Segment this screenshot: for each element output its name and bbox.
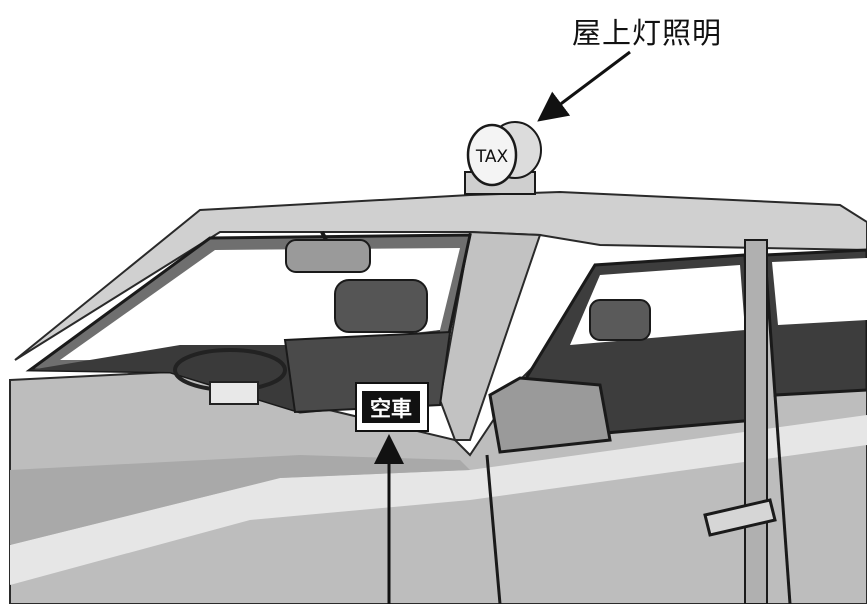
front-headrest (334, 279, 428, 333)
rearview-mirror (285, 239, 371, 273)
rear-door-seam (773, 394, 792, 605)
vacant-sign: 空車 (355, 382, 429, 432)
side-mirror (488, 376, 612, 454)
body-highlight-stripe (10, 415, 867, 585)
lamp-text: TAX (475, 147, 509, 167)
roof-lamp-arrow (537, 50, 631, 122)
roof-lamp: TAX (464, 121, 542, 195)
dash-device (209, 381, 259, 405)
lamp-face (466, 123, 518, 187)
vacant-sign-label-box (362, 391, 420, 423)
side-seat-headrest (589, 299, 651, 341)
roof-lamp-callout-label: 屋上灯照明 (572, 16, 723, 50)
mirror-stem (320, 231, 328, 241)
car-roof (14, 190, 867, 361)
door-seam (485, 454, 502, 605)
b-pillar (744, 239, 768, 605)
rear-window-glare (772, 258, 867, 325)
vacant-sign-text: 空車 (370, 397, 412, 421)
lower-panel (10, 455, 470, 545)
door-handle (703, 498, 777, 537)
